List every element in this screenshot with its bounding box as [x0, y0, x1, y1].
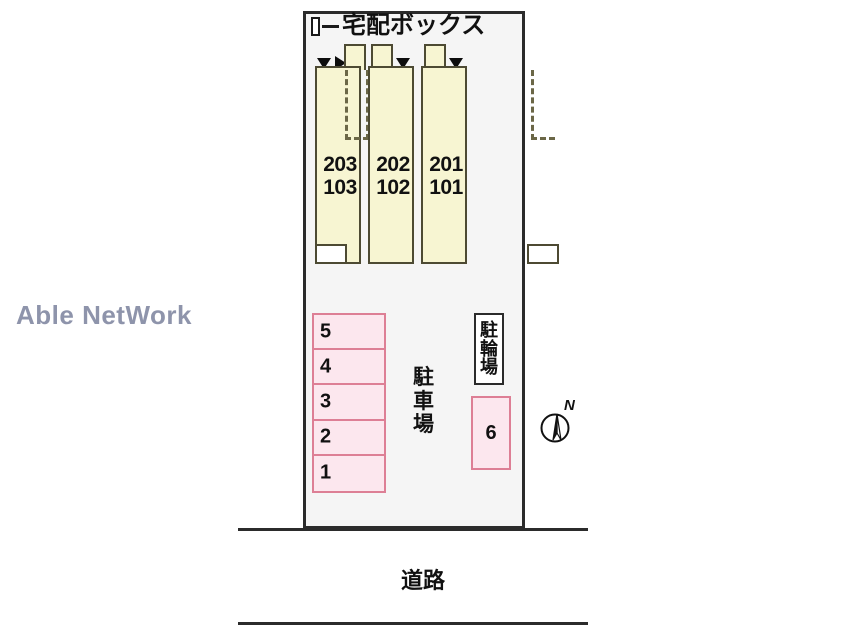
- parking-stall: 1: [314, 455, 384, 491]
- stall-number: 2: [320, 425, 332, 448]
- delivery-box-label: 宅配ボックス: [342, 12, 486, 39]
- parking-stall: 3: [314, 385, 384, 421]
- parking-label-char: 場: [413, 413, 434, 437]
- compass-north-icon: N: [540, 397, 575, 443]
- room-number-upper: 203: [323, 153, 357, 176]
- leader-line: [322, 24, 339, 28]
- bicycle-parking-box: 駐 輪 場: [474, 313, 504, 385]
- unit-column-203: 203 103: [315, 66, 369, 264]
- unit-column-202: 202 102: [368, 66, 453, 264]
- stall-number: 6: [485, 421, 497, 444]
- room-number-lower: 101: [429, 175, 463, 199]
- compass-north-label: N: [564, 397, 575, 414]
- room-number-upper: 201: [429, 153, 463, 176]
- delivery-box-callout: 宅配ボックス: [311, 14, 485, 38]
- road-edge-bottom: [238, 622, 588, 625]
- stair-outline-201: [531, 70, 555, 140]
- room-number-lower: 102: [376, 175, 410, 199]
- parking-stall-stack: 5 4 3 2 1: [312, 313, 386, 493]
- parking-stall-6: 6: [471, 396, 511, 470]
- unit-column-201: 201 101: [421, 66, 559, 264]
- room-numbers-201: 201 101: [423, 153, 469, 199]
- parking-stall: 4: [314, 350, 384, 386]
- parking-label-char: 車: [413, 389, 434, 413]
- room-numbers-203: 203 103: [317, 153, 363, 199]
- arrow-down-icon: [396, 57, 410, 69]
- parking-lot-label: 駐 車 場: [413, 366, 434, 437]
- stall-number: 1: [320, 461, 332, 484]
- road-label: 道路: [400, 568, 445, 593]
- stall-number: 4: [320, 355, 332, 378]
- arrow-down-icon: [317, 57, 331, 69]
- stair-tower-203: [344, 44, 366, 70]
- entry-alcove-201: [527, 244, 559, 264]
- stall-number: 5: [320, 320, 332, 343]
- room-number-lower: 103: [323, 175, 357, 199]
- room-number-upper: 202: [376, 153, 410, 176]
- apartment-building: 203 103 202 102 201 101: [315, 44, 559, 264]
- entrance-arrows-unit-203: [317, 56, 346, 70]
- stair-outline-203: [345, 70, 369, 140]
- bicycle-label-char: 駐: [480, 319, 498, 340]
- parking-stall: 5: [314, 315, 384, 351]
- stall-number: 3: [320, 390, 332, 413]
- parking-label-char: 駐: [413, 366, 434, 389]
- arrow-down-icon: [449, 57, 463, 69]
- room-numbers-202: 202 102: [370, 153, 416, 199]
- bicycle-label-char: 場: [480, 357, 498, 378]
- delivery-box-icon: [311, 16, 320, 36]
- parking-stall: 2: [314, 420, 384, 456]
- bicycle-label-char: 輪: [480, 338, 498, 359]
- entry-alcove-203: [315, 244, 347, 264]
- road-edge-top: [238, 528, 588, 531]
- arrow-right-icon: [335, 56, 346, 70]
- able-network-watermark: Able NetWork: [16, 300, 192, 330]
- stair-tower-202: [371, 44, 393, 70]
- stair-tower-201: [424, 44, 446, 70]
